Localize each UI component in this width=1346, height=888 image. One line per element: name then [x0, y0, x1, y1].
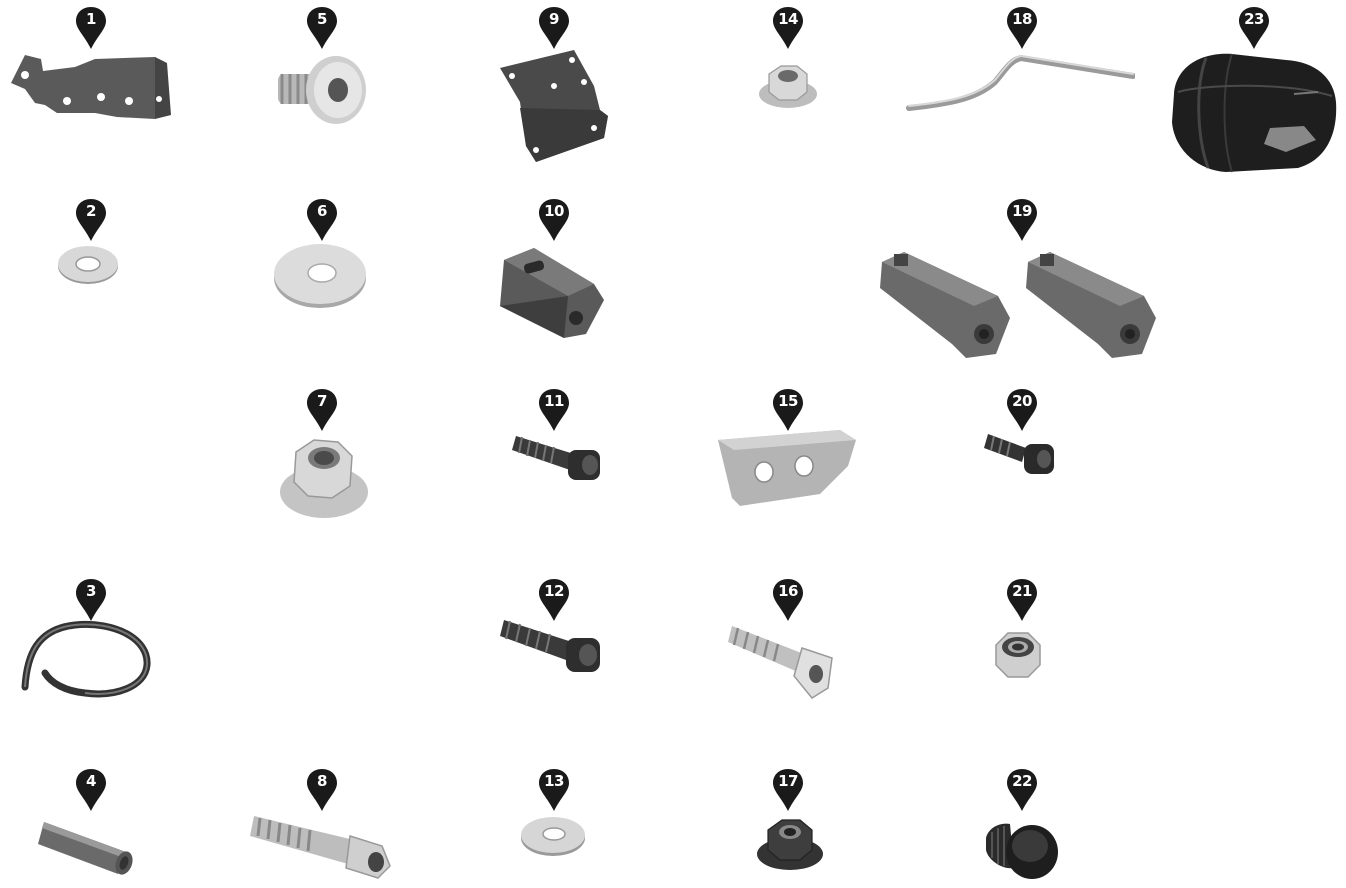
marker-pin-icon: 4 — [74, 767, 108, 813]
socket-screw-icon — [512, 428, 604, 488]
part-number: 11 — [537, 391, 571, 411]
part-number: 21 — [1005, 581, 1039, 601]
part-number: 17 — [771, 771, 805, 791]
marker-pin-icon: 10 — [537, 197, 571, 243]
countersunk-screw-icon — [728, 618, 840, 702]
flange-nut-icon — [278, 432, 370, 522]
part-number: 12 — [537, 581, 571, 601]
washer-icon — [56, 244, 120, 286]
part-number: 23 — [1237, 9, 1271, 29]
marker-pin-icon: 17 — [771, 767, 805, 813]
part-number: 20 — [1005, 391, 1039, 411]
dark-flange-nut-icon — [754, 812, 826, 874]
marker-pin-icon: 6 — [305, 197, 339, 243]
part-number: 6 — [305, 201, 339, 221]
marker-pin-icon: 7 — [305, 387, 339, 433]
marker-pin-icon: 9 — [537, 5, 571, 51]
spacer-plate-icon — [714, 428, 864, 510]
marker-pin-icon: 2 — [74, 197, 108, 243]
part-number: 15 — [771, 391, 805, 411]
part-number: 14 — [771, 9, 805, 29]
marker-pin-icon: 5 — [305, 5, 339, 51]
part-number: 5 — [305, 9, 339, 29]
part-number: 10 — [537, 201, 571, 221]
marker-pin-icon: 18 — [1005, 5, 1039, 51]
marker-pin-icon: 19 — [1005, 197, 1039, 243]
part-number: 18 — [1005, 9, 1039, 29]
part-number: 1 — [74, 9, 108, 29]
part-number: 16 — [771, 581, 805, 601]
rubber-strip-icon — [15, 615, 155, 705]
short-socket-screw-icon — [984, 428, 1060, 478]
washer-icon — [518, 812, 588, 860]
socket-screw-icon — [500, 612, 605, 680]
marker-pin-icon: 20 — [1005, 387, 1039, 433]
part-number: 8 — [305, 771, 339, 791]
part-number: 2 — [74, 201, 108, 221]
part-number: 19 — [1005, 201, 1039, 221]
marker-pin-icon: 21 — [1005, 577, 1039, 623]
flange-nut-icon — [757, 60, 819, 110]
tube-icon — [36, 808, 146, 878]
marker-pin-icon: 15 — [771, 387, 805, 433]
bracket-icon — [5, 45, 175, 130]
part-number: 4 — [74, 771, 108, 791]
part-number: 7 — [305, 391, 339, 411]
part-number: 22 — [1005, 771, 1039, 791]
part-number: 13 — [537, 771, 571, 791]
clamp-block-icon — [494, 240, 619, 340]
marker-pin-icon: 14 — [771, 5, 805, 51]
marker-pin-icon: 11 — [537, 387, 571, 433]
rubber-plug-icon — [980, 818, 1062, 882]
flange-screw-icon — [272, 52, 372, 136]
part-number: 3 — [74, 581, 108, 601]
large-washer-icon — [270, 240, 370, 310]
mounting-plate-icon — [496, 46, 616, 166]
marker-pin-icon: 16 — [771, 577, 805, 623]
part-number: 9 — [537, 9, 571, 29]
saddle-bag-icon — [1166, 44, 1340, 176]
marker-pin-icon: 22 — [1005, 767, 1039, 813]
marker-pin-icon: 13 — [537, 767, 571, 813]
lock-nut-icon — [988, 625, 1048, 685]
cap-screw-icon — [250, 806, 395, 880]
mounting-arms-icon — [878, 248, 1168, 363]
bent-rod-icon — [905, 48, 1135, 116]
